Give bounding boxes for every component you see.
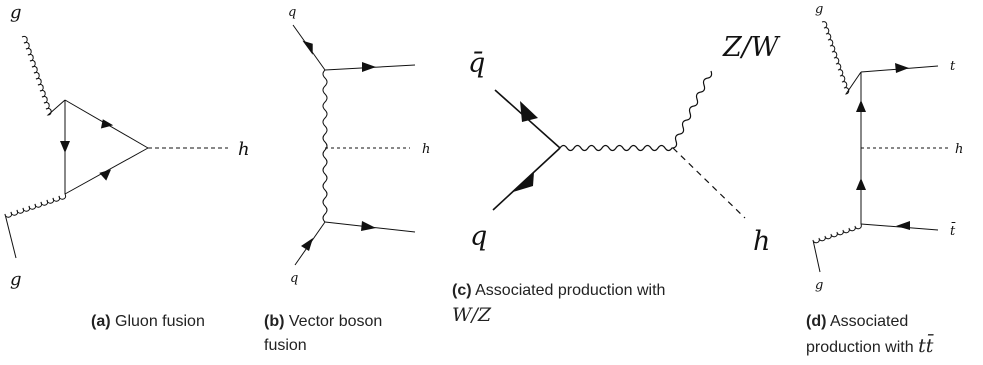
arrow-loop-top [100,119,114,129]
caption-tag: (a) [91,313,111,330]
caption-tag: (b) [264,313,285,330]
caption-math: tt̄ [918,335,934,357]
gluon-line-bottom [4,193,67,259]
caption-b: (b) Vector boson fusion [264,310,382,358]
arrow-in-top [302,40,313,55]
caption-a: (a) Gluon fusion [91,310,205,334]
arrow-loop-bottom [99,169,112,181]
caption-text: Gluon fusion [115,313,205,330]
label-q: q [470,221,487,252]
diagram-vector-boson-fusion: q q h [288,5,430,286]
caption-d: (d) Associated production with tt̄ [806,310,933,360]
gluon-line-bottom [812,223,862,273]
caption-c: (c) Associated production with W/Z [452,279,665,327]
caption-math: W/Z [452,304,492,326]
caption-text: Vector boson [288,313,383,330]
quark-line [492,147,561,211]
label-h: h [238,139,250,160]
label-h: h [955,142,963,157]
higgs-line [672,147,746,219]
label-g-bottom: g [10,269,22,290]
label-h: h [753,226,770,257]
label-g-top: g [10,2,22,23]
arrow-out-top [362,62,376,72]
label-h: h [422,142,430,157]
boson-line [322,69,328,223]
caption-tag: (c) [452,282,472,299]
gluon-line-top [21,35,66,116]
diagram-associated-production-wz: q̄ q Z/W h [468,32,781,257]
arrow-in-bottom [301,238,313,251]
arrow-antiquark [520,101,538,122]
label-q-bottom: q [290,271,298,286]
boson-propagator [559,144,673,152]
label-g-bottom: g [815,278,823,293]
arrow-loop-left [60,141,70,153]
label-g-top: g [815,2,823,17]
caption-tag: (d) [806,313,827,330]
arrow-antitop [896,221,910,230]
arrow-propagator-lower [856,178,866,190]
caption-text-line2: production with [806,339,914,356]
label-t: t [950,59,956,74]
diagram-gluon-fusion: g g h [4,2,250,290]
caption-text: Associated production with [475,282,666,299]
boson-outgoing-zw [672,70,713,149]
label-q-top: q [288,5,296,20]
caption-text-line2: fusion [264,337,307,354]
arrow-out-bottom [361,221,376,231]
gluon-line-top [821,21,862,95]
label-zw: Z/W [722,32,781,63]
label-qbar: q̄ [468,48,485,79]
label-tbar: t̄ [950,222,956,239]
arrow-propagator-upper [856,100,866,112]
diagram-associated-production-ttbar: g g t h t̄ [812,2,963,293]
arrow-top-out [895,63,909,73]
caption-text: Associated [830,313,909,330]
arrow-quark [513,172,534,192]
